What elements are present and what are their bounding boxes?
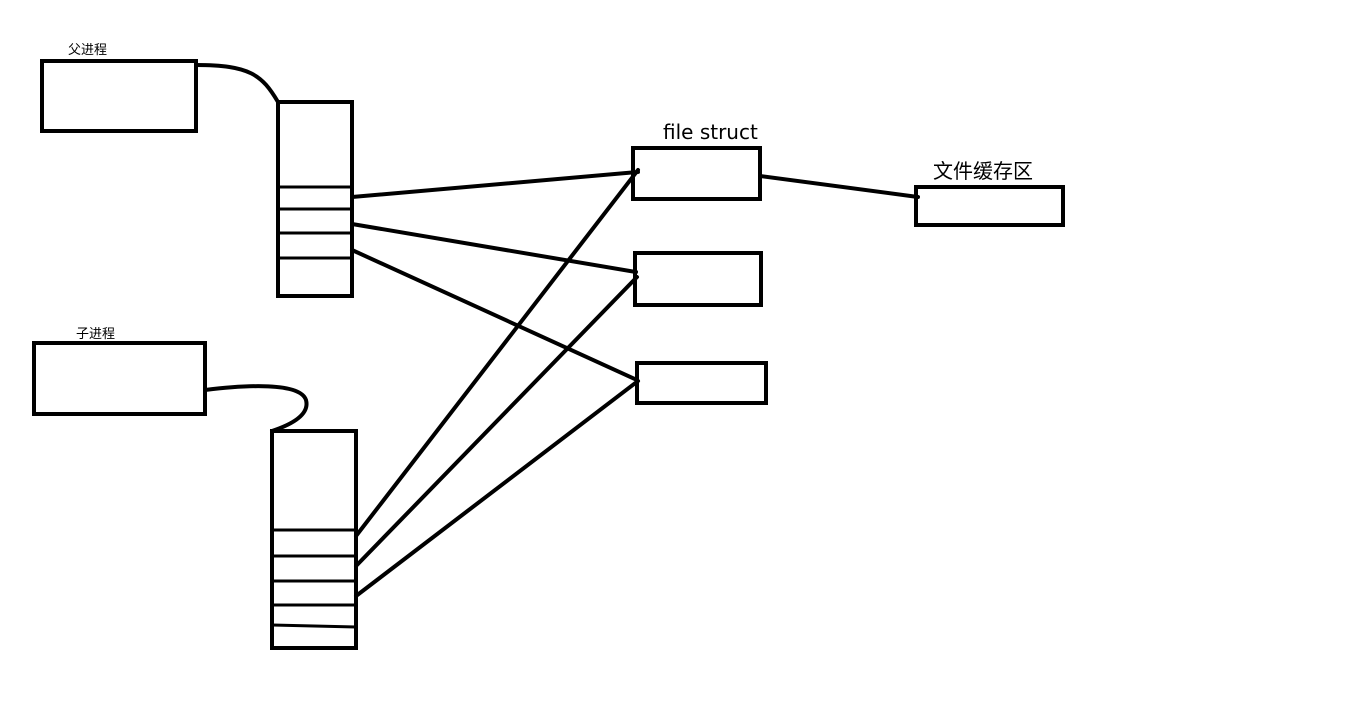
file-struct-label: file struct xyxy=(663,120,758,144)
child-fd-link-3 xyxy=(354,379,640,598)
child-fd-table-frame xyxy=(270,429,358,650)
child-process-label: 子进程 xyxy=(76,327,115,342)
child-fd-link-2 xyxy=(354,275,639,568)
parent-fd-table xyxy=(276,100,354,298)
file-buffer-label: 文件缓存区 xyxy=(933,159,1033,183)
child-to-fd-table-link xyxy=(203,384,309,433)
child-fd-table xyxy=(270,429,358,650)
file-struct-to-buffer-link xyxy=(758,174,920,199)
child-fd-link-1 xyxy=(354,168,640,538)
parent-fd-table-frame xyxy=(276,100,354,298)
file-struct-box-1 xyxy=(631,146,762,201)
child-process-box xyxy=(32,341,207,416)
parent-process-label: 父进程 xyxy=(68,43,107,58)
file-buffer-box xyxy=(914,185,1065,227)
file-struct-box-2 xyxy=(633,251,763,307)
file-struct-box-3 xyxy=(635,361,768,405)
parent-process-box xyxy=(40,59,198,133)
child-fd-slot-divider xyxy=(271,623,357,629)
parent-to-fd-table-link xyxy=(194,63,280,104)
parent-fd-link-3 xyxy=(350,248,639,382)
parent-fd-link-1 xyxy=(350,170,640,199)
parent-fd-link-2 xyxy=(350,222,638,274)
